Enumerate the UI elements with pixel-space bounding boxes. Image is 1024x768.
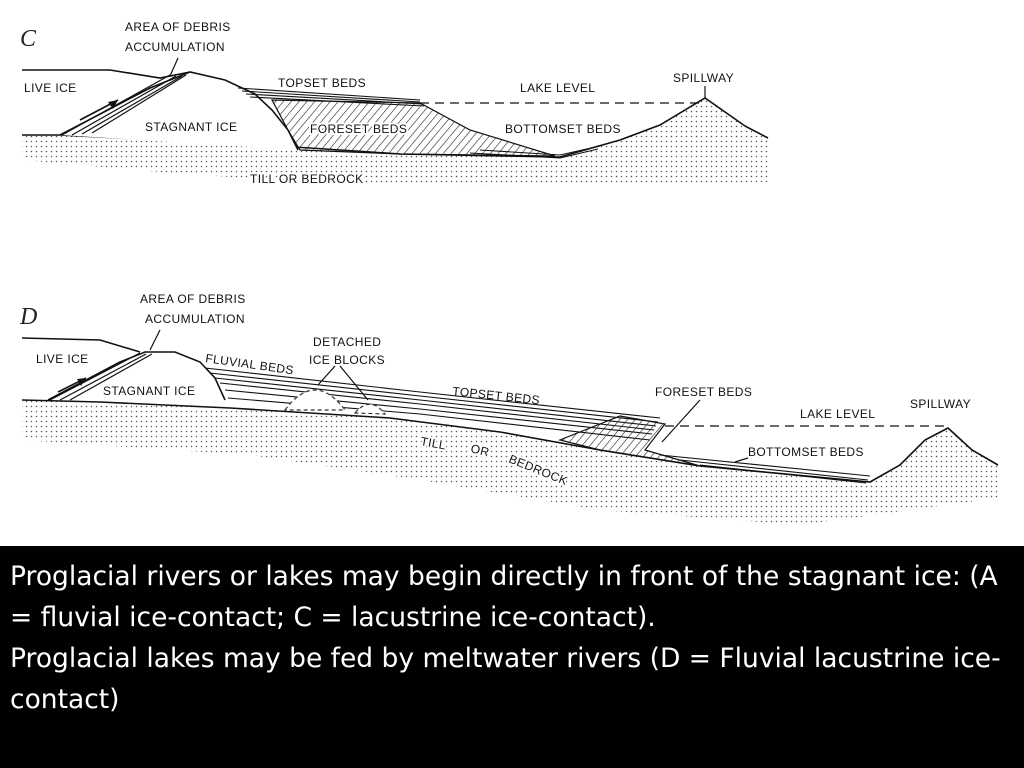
c-stagnant-ice (59, 71, 299, 151)
d-label-debris-2: ACCUMULATION (145, 312, 245, 326)
d-detached-ice-blocks (283, 389, 387, 415)
d-foreset-beds (558, 415, 701, 467)
c-label-till: TILL OR BEDROCK (250, 172, 364, 186)
d-label-detached-1: DETACHED (313, 335, 381, 349)
c-label-stagnant-ice: STAGNANT ICE (145, 120, 237, 134)
c-label-topset: TOPSET BEDS (278, 76, 366, 90)
d-label-till-2: OR (469, 441, 491, 459)
c-bedrock (22, 98, 768, 186)
c-label-live-ice: LIVE ICE (24, 81, 77, 95)
d-label-bottomset: BOTTOMSET BEDS (748, 445, 864, 459)
d-live-ice-surface (21, 337, 141, 353)
d-label-lake-level: LAKE LEVEL (800, 407, 875, 421)
c-shear-bands (61, 74, 187, 136)
diagram-c: C (20, 20, 769, 188)
c-label-bottomset: BOTTOMSET BEDS (505, 122, 621, 136)
diagram-figure: C (0, 0, 1024, 546)
c-foreset-beds (270, 99, 556, 157)
d-label-till-1: TILL (419, 434, 447, 452)
caption-line-1: Proglacial rivers or lakes may begin dir… (10, 561, 998, 633)
d-label-debris-1: AREA OF DEBRIS (140, 292, 246, 306)
d-label-foreset: FORESET BEDS (655, 385, 752, 399)
diagram-svg: C (19, 20, 999, 525)
d-label-stagnant-ice: STAGNANT ICE (103, 384, 195, 398)
d-label-topset: TOPSET BEDS (452, 384, 541, 407)
d-bedrock (22, 400, 998, 525)
panel-letter-c: C (20, 26, 37, 52)
c-label-debris-1: AREA OF DEBRIS (125, 20, 231, 34)
d-bottomset-beds (659, 454, 871, 484)
c-label-spillway: SPILLWAY (673, 71, 734, 85)
d-label-detached-2: ICE BLOCKS (309, 353, 385, 367)
diagram-d: D (19, 292, 999, 525)
d-label-live-ice: LIVE ICE (36, 352, 89, 366)
d-shear-bands (49, 352, 153, 401)
caption-line-2: Proglacial lakes may be fed by meltwater… (10, 643, 1001, 715)
d-label-spillway: SPILLWAY (910, 397, 971, 411)
caption: Proglacial rivers or lakes may begin dir… (10, 556, 1014, 720)
c-label-debris-2: ACCUMULATION (125, 40, 225, 54)
c-label-lake-level: LAKE LEVEL (520, 81, 595, 95)
panel-letter-d: D (19, 304, 37, 330)
c-label-foreset: FORESET BEDS (310, 122, 407, 136)
c-bottomset-beds (469, 145, 601, 159)
c-live-ice-surface (22, 69, 191, 79)
